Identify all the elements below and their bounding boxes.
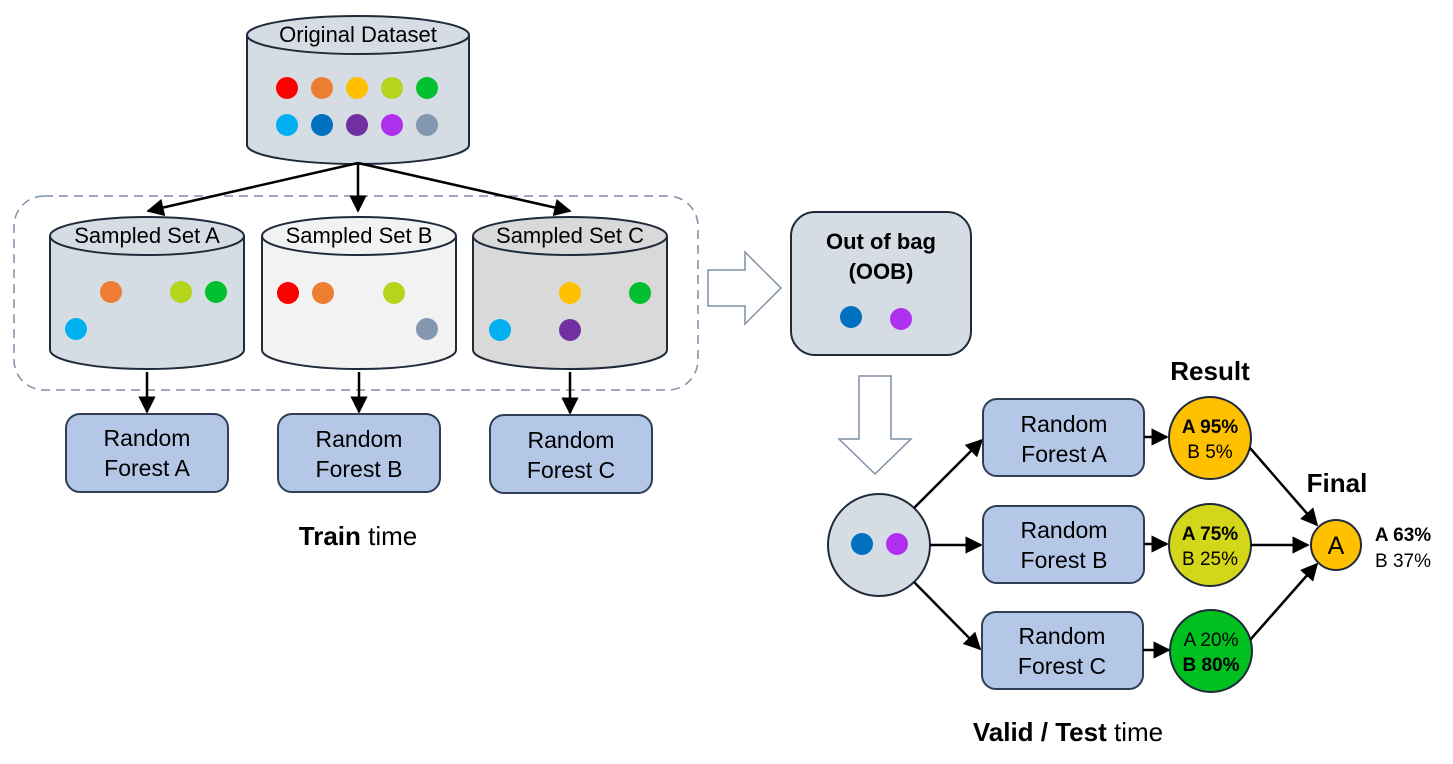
set-a-dot-3 bbox=[65, 318, 87, 340]
hollow-arrow-right-icon bbox=[707, 250, 783, 326]
original-dot-7 bbox=[346, 114, 368, 136]
sampled-set-c-dots bbox=[489, 282, 651, 341]
set-b-dot-1 bbox=[312, 282, 334, 304]
set-b-dot-2 bbox=[383, 282, 405, 304]
sampled-sets-group-border bbox=[13, 195, 699, 391]
original-dataset-label: Original Dataset bbox=[279, 22, 437, 47]
valid-forest-b-line1: Random bbox=[1021, 517, 1108, 543]
train-forest-b-line2: Forest B bbox=[316, 456, 403, 482]
result-b-value-a: A 75% bbox=[1182, 524, 1238, 545]
original-dataset-cylinder: Original Dataset bbox=[246, 15, 470, 165]
result-circle-c: A 20% B 80% bbox=[1169, 609, 1253, 693]
set-a-dot-1 bbox=[170, 281, 192, 303]
original-dot-2 bbox=[346, 77, 368, 99]
sampled-set-b-cylinder: Sampled Set B bbox=[261, 216, 457, 370]
result-a-value-b: B 5% bbox=[1187, 442, 1233, 463]
result-b-value-b: B 25% bbox=[1182, 549, 1238, 570]
arrow-original-to-set-c bbox=[357, 161, 572, 217]
set-c-dot-3 bbox=[559, 319, 581, 341]
original-dot-3 bbox=[381, 77, 403, 99]
original-dot-1 bbox=[311, 77, 333, 99]
result-circle-b: A 75% B 25% bbox=[1168, 503, 1252, 587]
hollow-arrow-down-icon bbox=[837, 375, 913, 476]
original-dot-4 bbox=[416, 77, 438, 99]
valid-forest-b: Random Forest B bbox=[982, 505, 1145, 584]
valid-forest-c-line1: Random bbox=[1019, 623, 1106, 649]
arrow-result-a-to-final bbox=[1249, 447, 1319, 527]
train-forest-b: Random Forest B bbox=[277, 413, 441, 493]
train-time-caption: Train time bbox=[299, 521, 418, 551]
input-dot-0 bbox=[851, 533, 873, 555]
sampled-set-a-cylinder: Sampled Set A bbox=[49, 216, 245, 370]
train-caption-bold: Train bbox=[299, 521, 361, 551]
set-c-dot-0 bbox=[559, 282, 581, 304]
valid-caption-bold: Valid / Test bbox=[973, 717, 1107, 747]
train-forest-c-line1: Random bbox=[528, 427, 615, 453]
arrow-input-to-forest-c bbox=[913, 581, 982, 651]
set-c-dot-2 bbox=[489, 319, 511, 341]
train-forest-c: Random Forest C bbox=[489, 414, 653, 494]
original-dot-9 bbox=[416, 114, 438, 136]
final-value-a: A 63% bbox=[1375, 525, 1431, 546]
sampled-set-c-cylinder: Sampled Set C bbox=[472, 216, 668, 370]
arrow-input-to-forest-a bbox=[913, 438, 984, 509]
original-dot-0 bbox=[276, 77, 298, 99]
valid-forest-a-line1: Random bbox=[1021, 411, 1108, 437]
valid-test-time-caption: Valid / Test time bbox=[973, 717, 1163, 747]
result-c-value-a: A 20% bbox=[1184, 630, 1239, 651]
set-a-dot-0 bbox=[100, 281, 122, 303]
result-c-value-b: B 80% bbox=[1182, 655, 1239, 676]
final-letter: A bbox=[1328, 532, 1345, 560]
original-dataset-dots bbox=[276, 77, 438, 136]
sampled-set-c-label: Sampled Set C bbox=[496, 223, 644, 248]
valid-forest-c: Random Forest C bbox=[981, 611, 1144, 690]
final-circle: A bbox=[1310, 519, 1362, 571]
train-forest-a-line2: Forest A bbox=[104, 455, 190, 481]
arrow-result-c-to-final bbox=[1249, 562, 1319, 641]
result-circle-a: A 95% B 5% bbox=[1168, 396, 1252, 480]
valid-forest-c-line2: Forest C bbox=[1018, 653, 1106, 679]
train-forest-a: Random Forest A bbox=[65, 413, 229, 493]
original-dot-5 bbox=[276, 114, 298, 136]
oob-label-line2: (OOB) bbox=[849, 259, 914, 284]
original-dot-6 bbox=[311, 114, 333, 136]
valid-forest-a-line2: Forest A bbox=[1021, 441, 1107, 467]
arrow-original-to-set-a bbox=[146, 161, 359, 217]
final-title: Final bbox=[1307, 468, 1368, 498]
oob-dot-1 bbox=[890, 308, 912, 330]
oob-dots bbox=[840, 306, 912, 330]
set-b-dot-0 bbox=[277, 282, 299, 304]
input-dot-1 bbox=[886, 533, 908, 555]
oob-input-circle bbox=[827, 493, 931, 597]
valid-forest-a: Random Forest A bbox=[982, 398, 1145, 477]
valid-forest-b-line2: Forest B bbox=[1021, 547, 1108, 573]
oob-dot-0 bbox=[840, 306, 862, 328]
train-caption-normal: time bbox=[368, 521, 417, 551]
sampled-set-b-label: Sampled Set B bbox=[286, 223, 433, 248]
train-forest-a-line1: Random bbox=[104, 425, 191, 451]
result-a-value-a: A 95% bbox=[1182, 417, 1238, 438]
set-a-dot-2 bbox=[205, 281, 227, 303]
sampled-set-a-label: Sampled Set A bbox=[74, 223, 220, 248]
oob-box: Out of bag (OOB) bbox=[790, 211, 972, 356]
set-c-dot-1 bbox=[629, 282, 651, 304]
valid-caption-normal: time bbox=[1114, 717, 1163, 747]
result-title: Result bbox=[1170, 356, 1250, 386]
train-forest-b-line1: Random bbox=[316, 426, 403, 452]
train-forest-c-line2: Forest C bbox=[527, 457, 615, 483]
input-circle-dots bbox=[851, 533, 908, 555]
final-value-b: B 37% bbox=[1375, 551, 1431, 572]
set-b-dot-3 bbox=[416, 318, 438, 340]
sampled-set-a-dots bbox=[65, 281, 227, 340]
original-dot-8 bbox=[381, 114, 403, 136]
oob-label-line1: Out of bag bbox=[826, 229, 936, 254]
sampled-set-b-dots bbox=[277, 282, 438, 340]
